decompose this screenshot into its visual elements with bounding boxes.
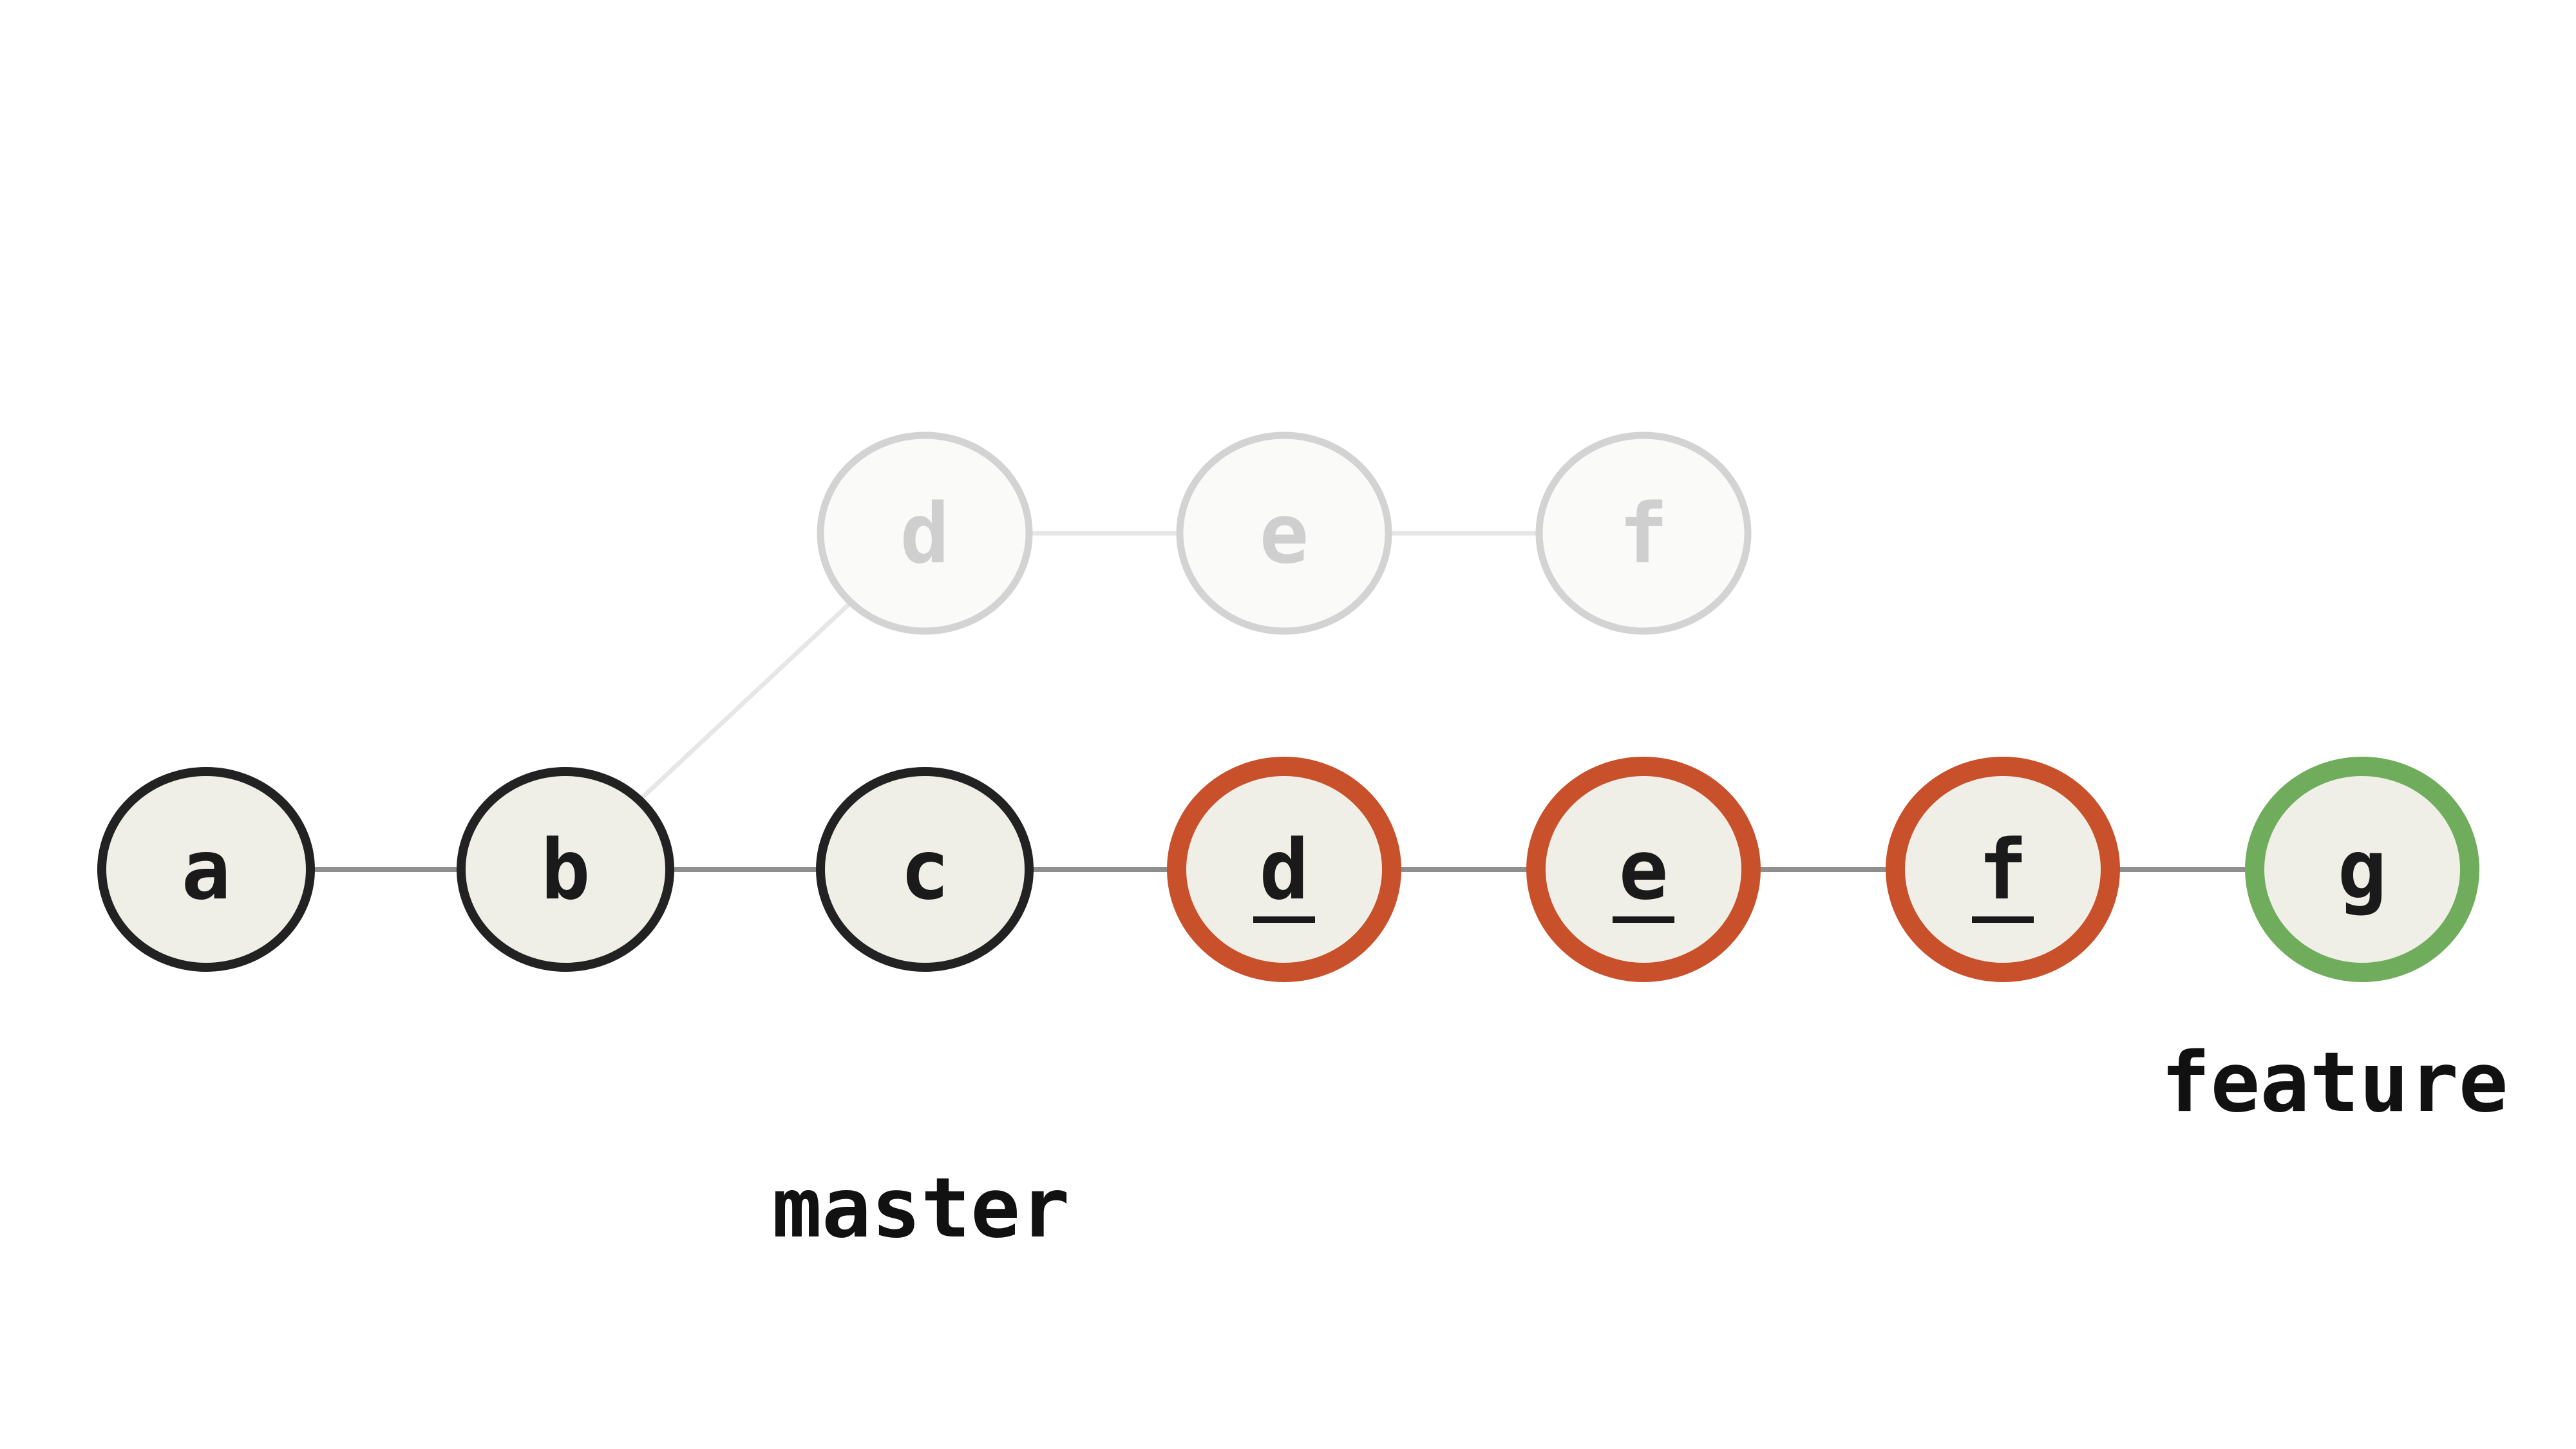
commit-label: c: [900, 822, 949, 918]
commit-circle: [97, 767, 315, 972]
commit-label: d: [1259, 822, 1309, 918]
ghost-commit-circle: [1176, 431, 1392, 635]
ghost-commit-e: e: [1176, 431, 1392, 635]
commit-circle: [1167, 757, 1401, 982]
commits: a b c d e f g: [97, 757, 2479, 982]
ghost-edges: [564, 531, 1643, 871]
commit-circle: [1526, 757, 1761, 982]
ghost-commits: d e f: [817, 431, 1752, 635]
commit-circle: [2245, 757, 2479, 982]
ghost-commit-circle: [817, 431, 1033, 635]
ghost-commit-label: d: [900, 486, 949, 582]
feature-branch-label: feature: [2161, 1035, 2508, 1131]
commit-label: g: [2337, 822, 2387, 918]
ghost-commit-circle: [1535, 431, 1752, 635]
commit-f: f: [1886, 757, 2120, 982]
ghost-commit-label: e: [1259, 486, 1309, 582]
commit-label: f: [1978, 822, 2027, 918]
commit-a: a: [97, 767, 315, 972]
commit-label: e: [1618, 822, 1668, 918]
commit-circle: [816, 767, 1034, 972]
commit-g: g: [2245, 757, 2479, 982]
ghost-commit-f: f: [1535, 431, 1752, 635]
master-branch-label: master: [772, 1160, 1070, 1256]
ghost-commit-d: d: [817, 431, 1033, 635]
commit-b: b: [457, 767, 674, 972]
commit-label: a: [181, 822, 231, 918]
commit-d: d: [1167, 757, 1401, 982]
ghost-commit-label: f: [1618, 486, 1668, 582]
commit-circle: [1886, 757, 2120, 982]
commit-circle: [457, 767, 674, 972]
commit-c: c: [816, 767, 1034, 972]
commit-label: b: [540, 822, 590, 918]
commit-e: e: [1526, 757, 1761, 982]
